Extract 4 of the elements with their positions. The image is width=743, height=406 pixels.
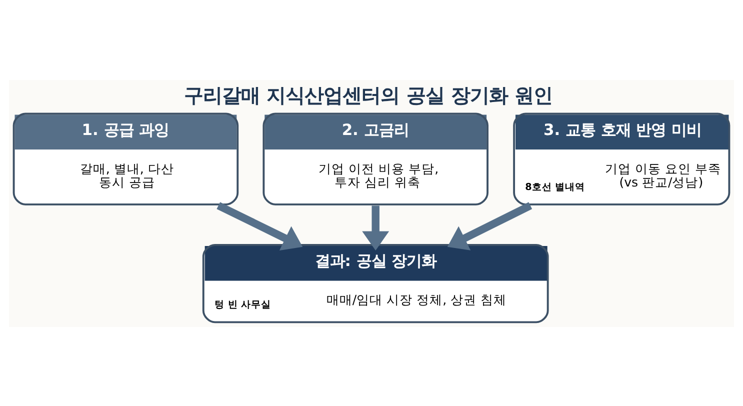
diagram-title: 구리갈매 지식산업센터의 공실 장기화 원인	[184, 84, 553, 107]
arrow	[216, 202, 303, 250]
arrow	[447, 202, 532, 250]
arrow	[362, 205, 390, 250]
